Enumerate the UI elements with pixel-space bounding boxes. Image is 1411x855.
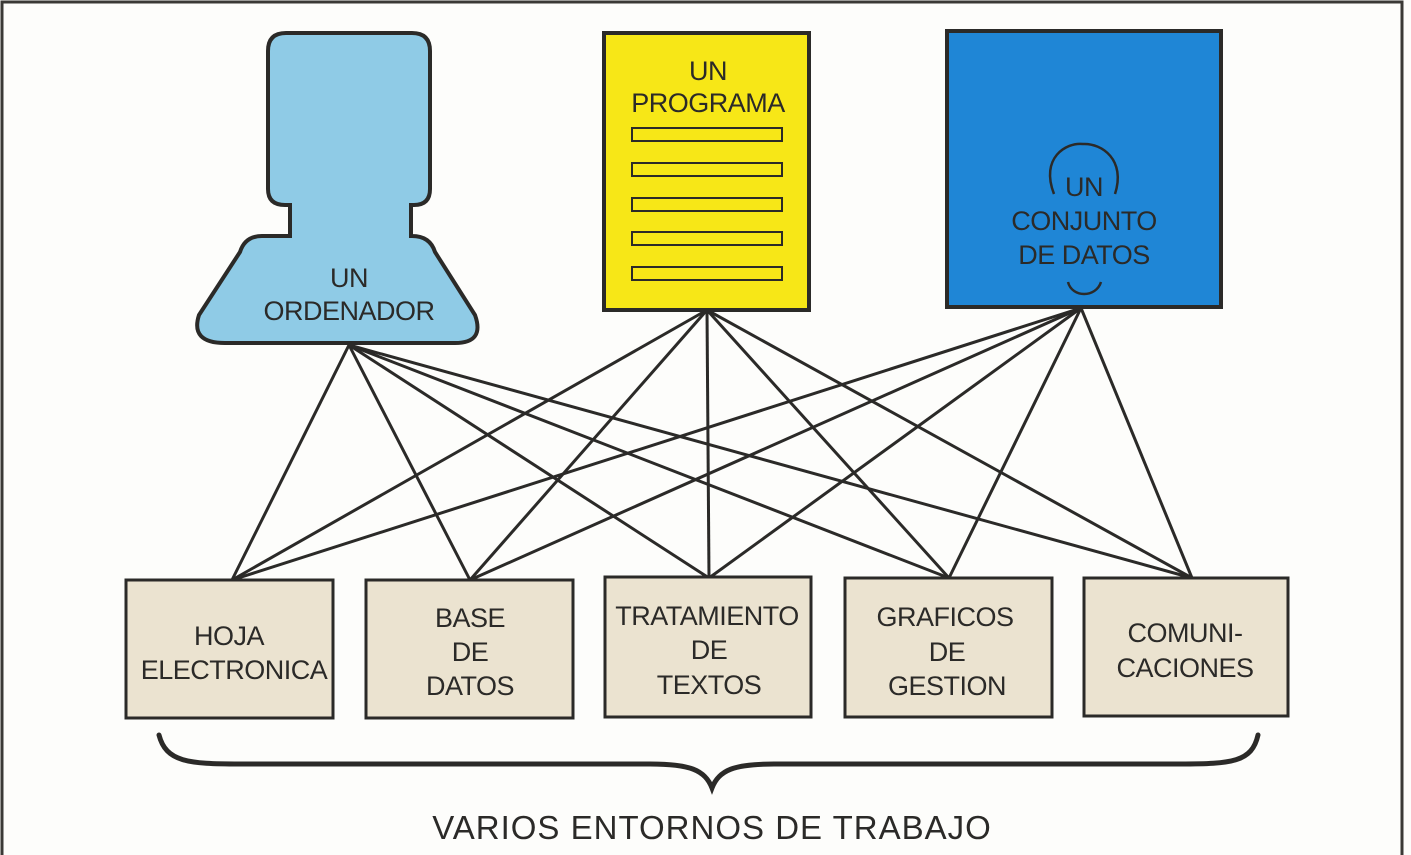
environment-box [603,575,813,719]
environment-label-line: GESTION [888,671,1006,701]
environment-label-line: ELECTRONICA [141,655,328,685]
connection-line [231,308,708,582]
connection-line [347,344,472,581]
connection-line [708,306,1082,580]
environment-graficos-de-gestion: GRAFICOS DE GESTION [843,576,1054,719]
environment-label-line: BASE [435,603,505,633]
connection-line [469,306,1082,582]
connection-lines [230,306,1194,582]
connection-line [348,343,950,580]
environment-box [843,576,1054,719]
datos-label-line-2: CONJUNTO [1011,206,1157,236]
datos-label-line-1: UN [1065,172,1103,202]
connection-line [348,343,710,580]
node-programa: UN PROGRAMA [602,31,811,312]
environment-label-line: GRAFICOS [876,602,1013,632]
program-code-line [631,127,783,142]
environment-tratamiento-de-textos: TRATAMIENTO DE TEXTOS [603,575,813,719]
ordenador-label-line-1: UN [330,263,368,293]
connection-line [468,309,709,581]
programa-label-line-1: UN [689,56,727,86]
connection-line [1079,307,1194,579]
computer-terminal-icon [195,31,480,345]
program-code-line [631,266,783,281]
connection-line [947,307,1083,579]
environment-box [364,578,575,720]
environment-box [124,578,335,720]
data-set-icon [945,29,1223,309]
environment-label-line: DE [691,635,728,665]
environment-label-line: TEXTOS [657,670,762,700]
connection-line [348,343,1193,580]
environment-label-line: DATOS [426,671,514,701]
datos-label-line-3: DE DATOS [1018,240,1150,270]
environment-label-line: COMUNI- [1128,618,1243,648]
diagram-caption: VARIOS ENTORNOS DE TRABAJO [432,809,992,846]
grouping-brace [156,732,1261,795]
ordenador-label-line-2: ORDENADOR [263,296,434,326]
node-datos: UN CONJUNTO DE DATOS [945,29,1223,309]
connection-line [706,308,1193,580]
environment-label-line: CACIONES [1116,653,1253,683]
environment-label-line: DE [452,637,489,667]
environment-label-line: DE [929,637,966,667]
connection-line [230,344,351,581]
environment-base-de-datos: BASE DE DATOS [364,578,575,720]
environment-label-line: TRATAMIENTO [615,601,799,631]
program-code-line [631,162,783,177]
program-code-line [631,231,783,246]
connection-line [231,306,1082,582]
program-code-line [631,197,783,212]
programa-label-line-2: PROGRAMA [631,88,785,118]
document-listing-icon [602,31,811,312]
connection-line [705,308,951,580]
environment-comunicaciones: COMUNI- CACIONES [1082,576,1290,718]
data-bracket-bottom [1066,281,1103,296]
environment-box [1082,576,1290,718]
node-ordenador: UN ORDENADOR [195,31,480,345]
data-bracket-top [1048,142,1119,195]
environment-label-line: HOJA [194,621,265,651]
connection-line [705,309,711,579]
environment-hoja-electronica: HOJA ELECTRONICA [124,578,335,720]
